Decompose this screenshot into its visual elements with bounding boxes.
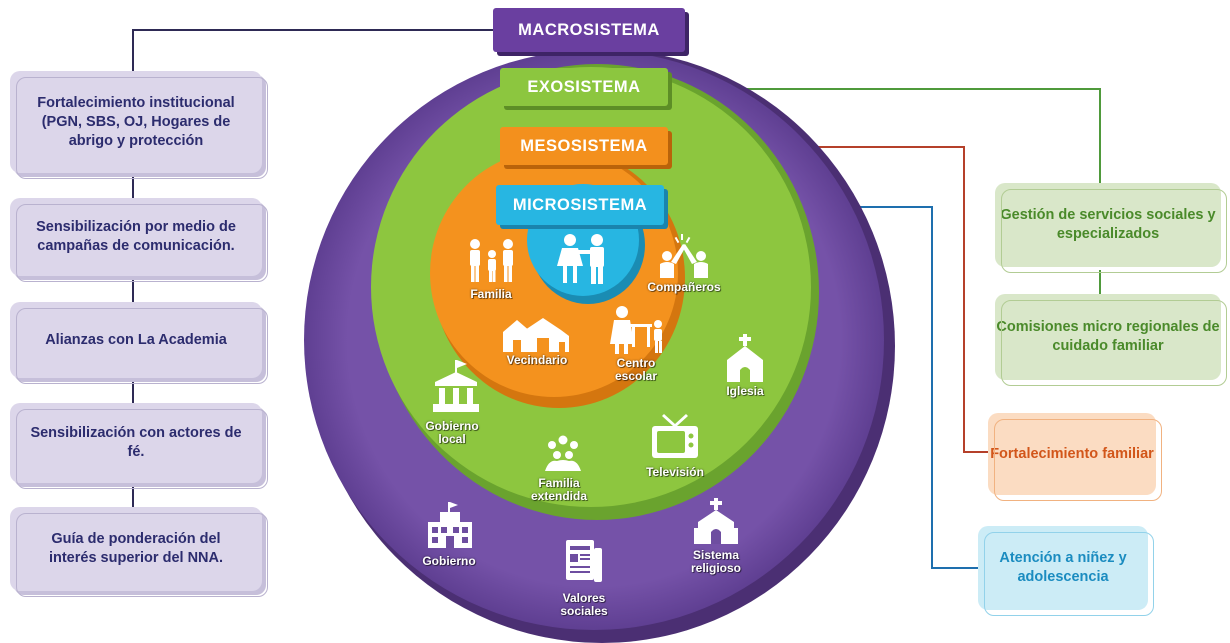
television-icon	[652, 414, 698, 458]
iglesia-label: Iglesia	[726, 384, 764, 398]
classmates-icon	[660, 234, 708, 278]
neighborhood-icon	[503, 318, 569, 352]
familia-extendida-label: Familia extendida	[530, 476, 587, 503]
exosistema-label: EXOSISTEMA	[500, 68, 668, 106]
left-box-text: Sensibilización con actores de fé.	[30, 425, 242, 460]
right-box-text: Fortalecimiento familiar	[990, 445, 1154, 462]
children-icon	[557, 234, 604, 284]
companeros-label: Compañeros	[647, 280, 721, 294]
local-government-icon	[433, 360, 479, 412]
social-values-icon	[566, 540, 602, 582]
mesosistema-label: MESOSISTEMA	[500, 127, 668, 165]
left-box-text: Alianzas con La Academia	[45, 331, 227, 348]
guia-ponderacion-box: Guía de ponderación del interés superior…	[10, 507, 268, 597]
church-icon	[727, 334, 763, 382]
right-box-text: Atención a niñez y adolescencia	[999, 550, 1127, 585]
left-box-text: Fortalecimiento institucional (PGN, SBS,…	[37, 94, 235, 149]
gobierno-label: Gobierno	[422, 554, 476, 568]
fortalecimiento-familiar-box: Fortalecimiento familiar	[988, 413, 1162, 501]
valores-sociales-label: Valores sociales	[560, 591, 608, 618]
gobierno-local-label: Gobierno local	[425, 419, 479, 446]
right-box-text: Comisiones micro regionales de cuidado f…	[996, 319, 1220, 354]
sensibilizacion-fe-box: Sensibilización con actores de fé.	[10, 403, 268, 489]
fortalecimiento-institucional-box: Fortalecimiento institucional (PGN, SBS,…	[10, 71, 268, 179]
gestion-servicios-box: Gestión de servicios sociales y especial…	[995, 183, 1227, 273]
macrosistema-label: MACROSISTEMA	[493, 8, 685, 52]
atencion-ninez-box: Atención a niñez y adolescencia	[978, 526, 1154, 616]
school-center-icon	[610, 306, 662, 354]
microsistema-label: MICROSISTEMA	[496, 185, 664, 225]
sistema-religioso-label: Sistema religioso	[690, 548, 741, 575]
left-box-text: Guía de ponderación del interés superior…	[48, 531, 224, 566]
familia-label: Familia	[470, 287, 512, 301]
alianzas-academia-box: Alianzas con La Academia	[10, 302, 268, 384]
sensibilizacion-campanas-box: Sensibilización por medio de campañas de…	[10, 198, 268, 282]
television-label: Televisión	[646, 465, 704, 479]
vecindario-label: Vecindario	[506, 353, 568, 367]
comisiones-micro-box: Comisiones micro regionales de cuidado f…	[995, 294, 1227, 386]
family-icon	[470, 239, 513, 282]
left-box-text: Sensibilización por medio de campañas de…	[36, 219, 236, 254]
religious-system-icon	[694, 498, 738, 544]
extended-family-icon	[545, 435, 581, 471]
right-box-text: Gestión de servicios sociales y especial…	[1000, 207, 1216, 242]
government-icon	[428, 502, 472, 548]
centro-escolar-label: Centro escolar	[614, 356, 658, 383]
